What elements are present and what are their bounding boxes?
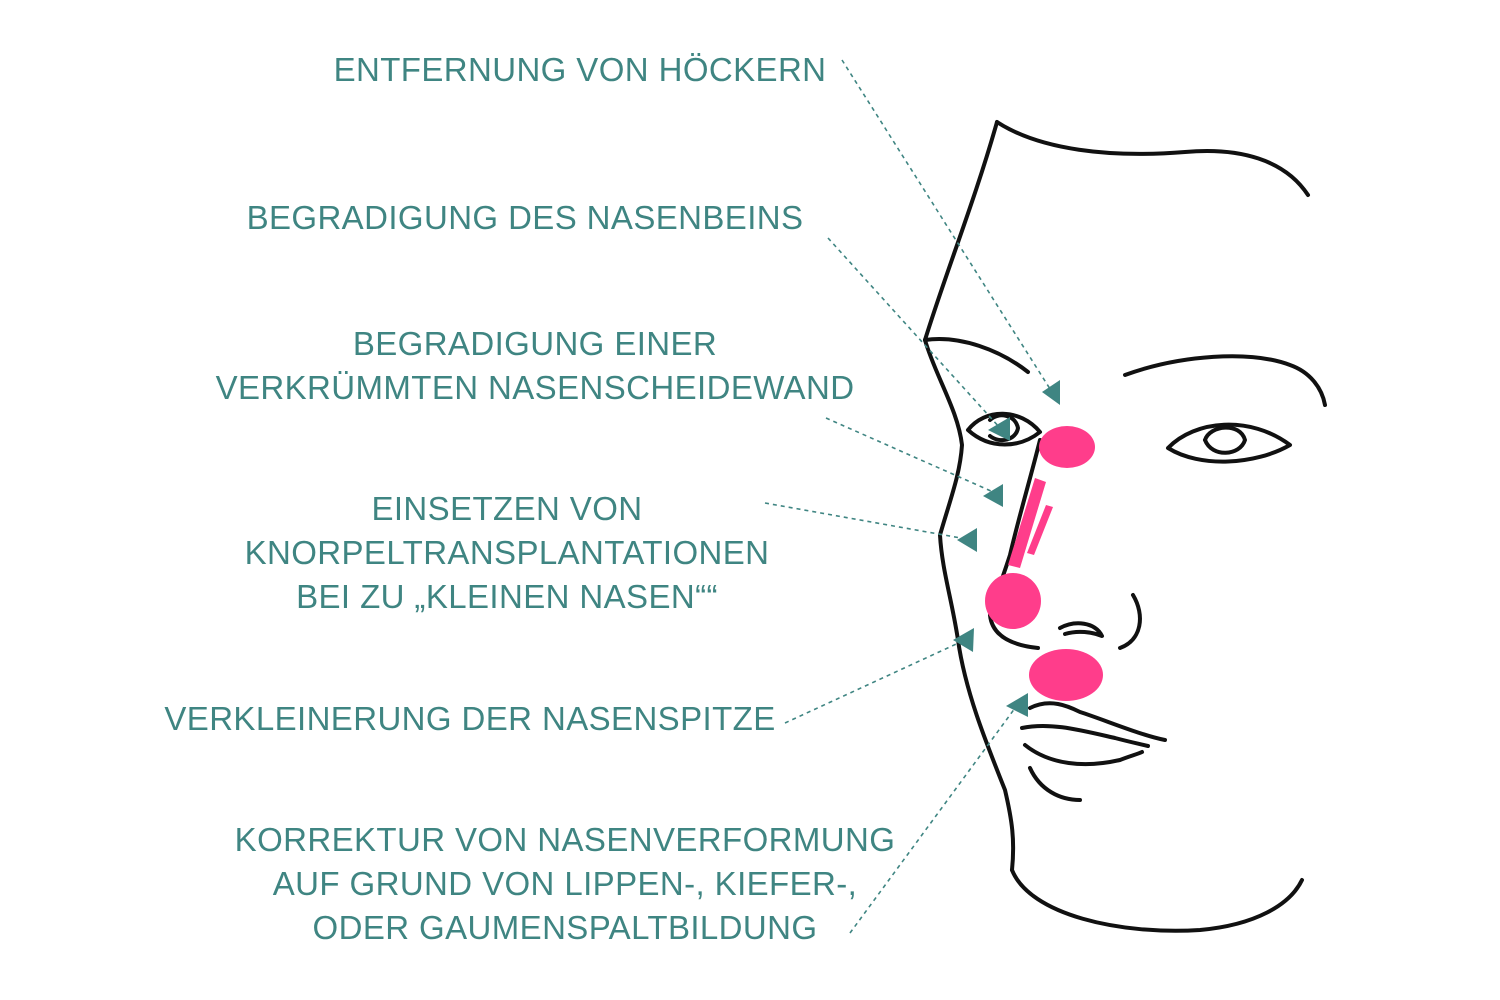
leader-tip — [784, 639, 966, 724]
leader-cartilage — [764, 502, 973, 541]
profile-brow-cheek — [923, 338, 1016, 872]
highlight-regions — [985, 426, 1103, 701]
label-cartilage-line-2: KNORPELTRANSPLANTATIONEN — [244, 534, 770, 571]
nose-wing — [1118, 593, 1142, 650]
label-tip-reduction: VERKLEINERUNG DER NASENSPITZE — [160, 697, 780, 741]
chin-crease — [1028, 766, 1082, 802]
right-eye — [1166, 422, 1292, 464]
arrowhead-cartilage — [957, 528, 977, 552]
label-septum-line-1: BEGRADIGUNG EINER — [352, 325, 718, 362]
profile-forehead — [923, 120, 999, 342]
label-septum-line-2: VERKRÜMMTEN NASENSCHEIDEWAND — [215, 369, 855, 406]
highlight-septum-long — [1008, 478, 1046, 568]
highlight-tip — [985, 573, 1041, 629]
label-tip-reduction-line-1: VERKLEINERUNG DER NASENSPITZE — [164, 700, 776, 737]
label-nasal-bone-line-1: BEGRADIGUNG DES NASENBEINS — [246, 199, 804, 236]
label-hump-removal-line-1: ENTFERNUNG VON HÖCKERN — [333, 51, 827, 88]
leader-septum — [825, 417, 1001, 496]
arrowheads — [953, 380, 1060, 717]
leader-nasal-bone — [827, 237, 1001, 429]
left-iris — [988, 413, 1020, 443]
lower-lip — [1023, 743, 1144, 767]
arrowhead-nasal-bone — [988, 417, 1010, 441]
label-cartilage-line-1: EINSETZEN VON — [371, 490, 643, 527]
highlight-septum-short — [1027, 505, 1053, 555]
label-hump-removal: ENTFERNUNG VON HÖCKERN — [320, 48, 840, 92]
label-cleft-correction-line-3: ODER GAUMENSPALTBILDUNG — [312, 909, 818, 946]
leader-lines — [764, 59, 1053, 934]
label-cleft-correction: KORREKTUR VON NASENVERFORMUNG AUF GRUND … — [210, 818, 920, 950]
nostril — [1058, 621, 1104, 638]
right-brow — [1123, 354, 1327, 407]
arrowhead-hump — [1042, 380, 1060, 405]
left-eyelid-upper — [923, 337, 1030, 374]
leader-hump — [841, 59, 1053, 393]
label-nasal-bone: BEGRADIGUNG DES NASENBEINS — [230, 196, 820, 240]
highlight-upper-lip — [1029, 649, 1103, 701]
jaw-line — [1010, 868, 1304, 933]
label-cleft-correction-line-2: AUF GRUND VON LIPPEN-, KIEFER-, — [272, 865, 858, 902]
arrowhead-tip — [953, 628, 974, 652]
arrowhead-septum — [983, 484, 1003, 507]
upper-lip — [1028, 701, 1167, 742]
mouth-line — [1020, 723, 1150, 748]
right-iris — [1203, 425, 1247, 455]
face-outline — [923, 120, 1327, 933]
label-cartilage: EINSETZEN VON KNORPELTRANSPLANTATIONEN B… — [222, 487, 792, 619]
left-eye — [966, 411, 1042, 447]
label-cleft-correction-line-1: KORREKTUR VON NASENVERFORMUNG — [234, 821, 896, 858]
highlight-bridge — [1039, 426, 1095, 468]
label-septum: BEGRADIGUNG EINER VERKRÜMMTEN NASENSCHEI… — [190, 322, 880, 410]
arrowhead-cleft — [1006, 693, 1028, 717]
label-cartilage-line-3: BEI ZU „KLEINEN NASEN““ — [296, 578, 718, 615]
forehead-line — [995, 120, 1310, 197]
